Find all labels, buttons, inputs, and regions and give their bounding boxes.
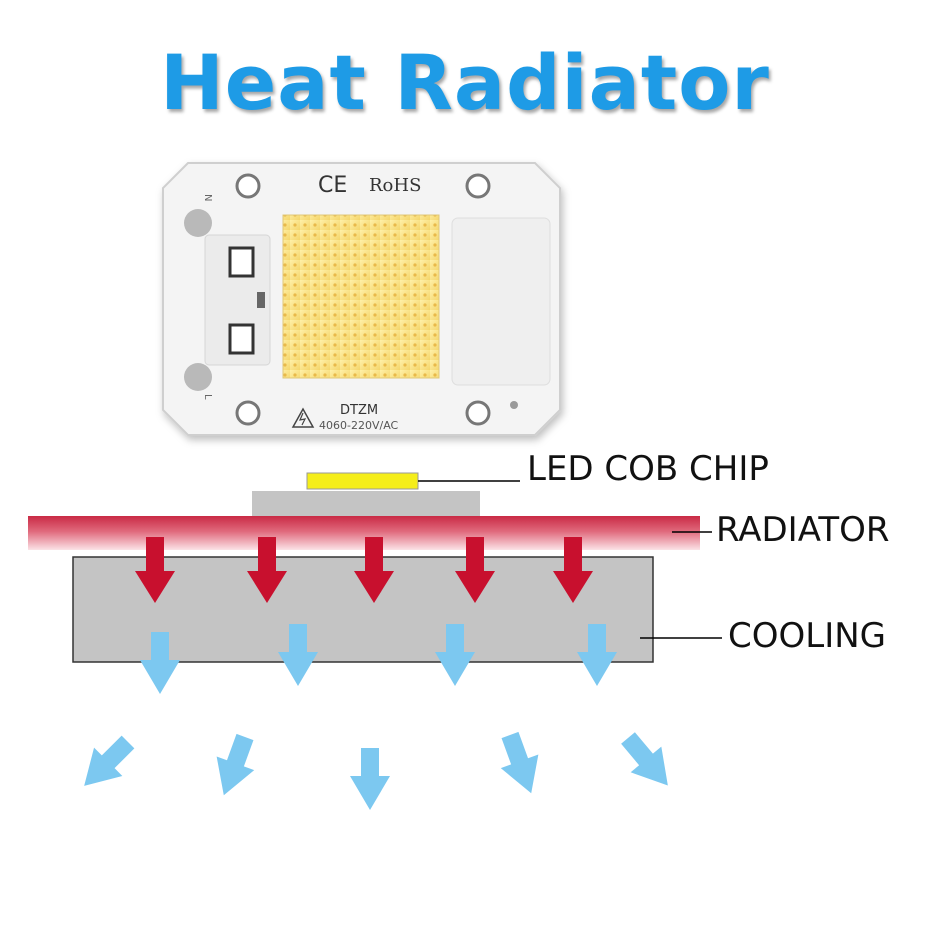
brand-text: DTZM: [340, 403, 378, 418]
cool-arrow-icon: [350, 748, 390, 810]
ce-mark: CE: [318, 173, 347, 198]
cool-arrow-icon: [621, 732, 668, 786]
heat-arrow-icon: [247, 537, 287, 603]
heat-arrow-icon: [553, 537, 593, 603]
page-title: Heat Radiator: [160, 38, 770, 127]
driver-ic: [228, 246, 255, 278]
mount-hole: [235, 400, 261, 426]
mount-hole: [465, 173, 491, 199]
mount-hole: [235, 173, 261, 199]
driver-ic: [228, 323, 255, 355]
cool-arrow-icon: [500, 731, 539, 794]
heat-arrow-icon: [455, 537, 495, 603]
cool-arrows: [84, 624, 668, 810]
heat-arrow-icon: [135, 537, 175, 603]
cool-arrow-icon: [577, 624, 617, 686]
cool-arrow-icon: [140, 632, 180, 694]
warning-icon: [291, 407, 315, 428]
solder-pad: [184, 209, 212, 237]
cool-arrow-icon: [435, 624, 475, 686]
cool-arrow-icon: [278, 624, 318, 686]
cooling-label: COOLING: [728, 616, 887, 656]
cool-arrow-icon: [84, 735, 135, 786]
substrate-layer: [252, 491, 480, 516]
solder-pad: [184, 363, 212, 391]
resistor: [257, 292, 265, 308]
cool-arrow-icon: [216, 733, 255, 796]
radiator-label: RADIATOR: [716, 510, 890, 550]
indicator-dot: [510, 401, 518, 409]
radiator-layer: [28, 516, 700, 550]
rohs-mark: RoHS: [369, 175, 421, 196]
cob-led-board: CE RoHS DTZM 4060-220V/AC N L: [162, 162, 561, 436]
led-chip-array: [282, 214, 440, 379]
pin-l-label: L: [202, 394, 213, 400]
pin-n-label: N: [202, 194, 213, 201]
heat-arrows: [135, 537, 593, 603]
mount-hole: [465, 400, 491, 426]
chip-label: LED COB CHIP: [527, 449, 769, 489]
led-chip-layer: [306, 472, 419, 490]
board-window: [451, 217, 551, 386]
voltage-text: 4060-220V/AC: [319, 419, 399, 432]
heat-arrow-icon: [354, 537, 394, 603]
